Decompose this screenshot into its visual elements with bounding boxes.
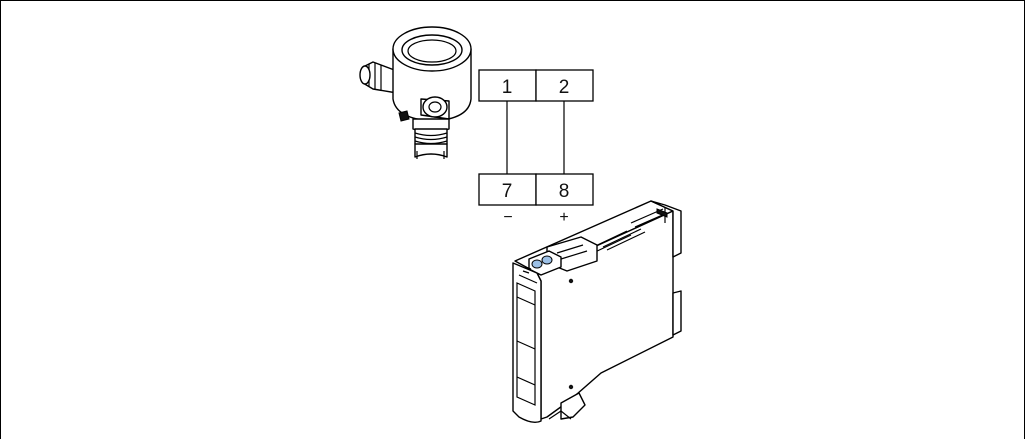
terminal-block-bottom: 7 8 − +	[478, 173, 594, 226]
pressure-transmitter-icon	[359, 26, 472, 159]
terminal-1-label: 1	[502, 77, 513, 98]
terminal-2-box	[535, 69, 594, 102]
din-rail-barrier-icon	[512, 200, 682, 424]
terminal-8-box	[535, 173, 594, 206]
polarity-minus: −	[503, 209, 512, 226]
terminal-8-label: 8	[559, 181, 570, 202]
terminal-2-label: 2	[559, 77, 570, 98]
polarity-plus: +	[559, 209, 568, 226]
terminal-7-label: 7	[502, 181, 513, 202]
terminal-block-top: 1 2	[478, 69, 594, 102]
